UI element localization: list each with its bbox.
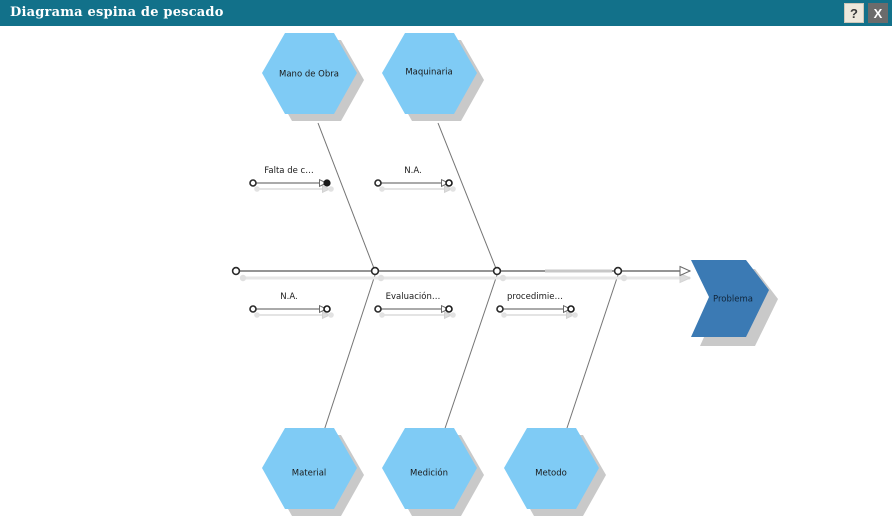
category-label-material: Material <box>292 469 327 479</box>
cause-connector-top-1[interactable]: Falta de c… <box>249 166 334 192</box>
category-node-mano-de-obra[interactable]: Mano de Obra <box>262 33 364 121</box>
window-title: Diagrama espina de pescado <box>10 5 224 20</box>
cause-shadow-node <box>254 312 260 318</box>
cause-node-tail[interactable] <box>249 179 257 187</box>
cause-node-tail[interactable] <box>496 305 504 313</box>
spine-node-start[interactable] <box>231 266 241 276</box>
cause-node-head[interactable] <box>445 179 453 187</box>
cause-shadow-node <box>572 312 578 318</box>
rib-medicion <box>437 274 498 450</box>
cause-node-head[interactable] <box>445 305 453 313</box>
cause-shadow-node <box>254 186 260 192</box>
cause-connector-top-2[interactable]: N.A. <box>374 166 456 192</box>
category-label-mano-de-obra: Mano de Obra <box>279 70 339 80</box>
cause-node-tail[interactable] <box>249 305 257 313</box>
cause-shadow-node <box>450 312 456 318</box>
spine-shadow-node <box>620 274 628 282</box>
cause-connector-bottom-2[interactable]: Evaluación… <box>374 291 456 318</box>
cause-shadow-node <box>450 186 456 192</box>
category-label-metodo: Metodo <box>535 469 567 479</box>
rib-metodo <box>559 274 619 450</box>
cause-label-top-1: Falta de c… <box>264 166 313 176</box>
category-node-material[interactable]: Material <box>262 428 364 516</box>
spine-shadow-node <box>239 274 247 282</box>
cause-label-bottom-2: Evaluación… <box>386 291 441 302</box>
cause-node-tail[interactable] <box>374 179 382 187</box>
help-button[interactable]: ? <box>844 3 864 23</box>
cause-label-top-2: N.A. <box>404 166 421 176</box>
cause-label-bottom-1: N.A. <box>280 292 297 302</box>
cause-node-head[interactable] <box>323 305 331 313</box>
category-node-maquinaria[interactable]: Maquinaria <box>382 33 484 121</box>
rib-mano-de-obra <box>317 122 376 272</box>
spine-shadow-node <box>377 274 385 282</box>
rib-maquinaria <box>437 122 498 272</box>
problem-node-shape <box>691 260 769 337</box>
cause-connector-bottom-3[interactable]: procedimie… <box>496 292 578 318</box>
cause-connector-bottom-1[interactable]: N.A. <box>249 292 334 318</box>
diagram-canvas[interactable]: Problema <box>0 26 892 524</box>
cause-shadow-node <box>379 186 385 192</box>
category-node-shape <box>382 33 477 114</box>
rib-material <box>317 274 376 450</box>
cause-label-bottom-3: procedimie… <box>507 292 563 302</box>
cause-shadow-node <box>328 312 334 318</box>
spine-node-3[interactable] <box>613 266 623 276</box>
category-node-metodo[interactable]: Metodo <box>504 428 606 516</box>
cause-shadow-node <box>501 312 507 318</box>
cause-node-head[interactable] <box>567 305 575 313</box>
problem-node-label: Problema <box>713 295 753 305</box>
category-label-maquinaria: Maquinaria <box>405 68 452 78</box>
category-node-shape <box>382 428 477 509</box>
cause-shadow-node <box>379 312 385 318</box>
spine[interactable] <box>231 266 690 282</box>
spine-node-2[interactable] <box>492 266 502 276</box>
category-node-medicion[interactable]: Medición <box>382 428 484 516</box>
spine-shadow-node <box>499 274 507 282</box>
close-button[interactable]: X <box>868 3 888 23</box>
category-node-shape <box>262 33 357 114</box>
spine-node-1[interactable] <box>370 266 380 276</box>
cause-shadow-node <box>328 186 334 192</box>
category-node-shape <box>504 428 599 509</box>
cause-node-head[interactable] <box>323 179 331 187</box>
category-label-medicion: Medición <box>410 468 448 479</box>
category-node-shape <box>262 428 357 509</box>
window-titlebar: Diagrama espina de pescado ? X <box>0 0 892 26</box>
rib-lines <box>317 122 619 450</box>
cause-node-tail[interactable] <box>374 305 382 313</box>
problem-node[interactable]: Problema <box>691 260 778 346</box>
